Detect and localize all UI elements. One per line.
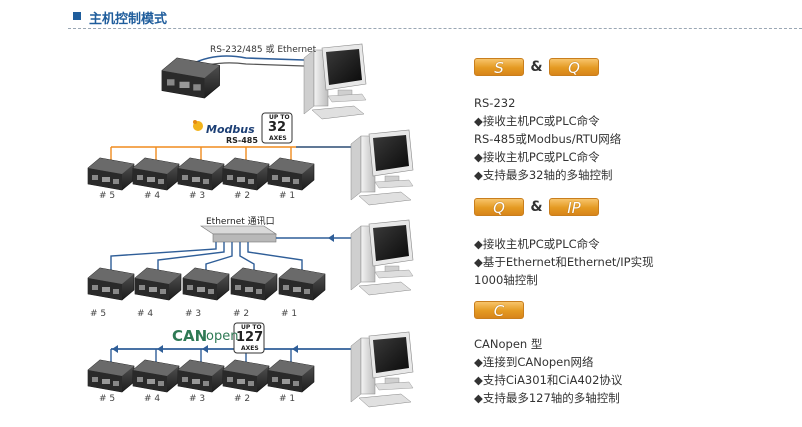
header-divider — [68, 28, 802, 29]
badge-c: C — [474, 301, 524, 320]
node-label-4: # 4 — [144, 191, 161, 201]
node-label-5: # 5 — [90, 309, 107, 319]
section-title: 主机控制模式 — [89, 12, 168, 27]
section-header: 主机控制模式 — [0, 0, 802, 30]
node-label-3: # 3 — [189, 191, 206, 201]
mode-sq-badges: S & Q — [474, 58, 599, 77]
sq-line-4: ◆接收主机PC或PLC命令 — [474, 150, 600, 164]
modbus-logo: Modbus — [206, 123, 255, 136]
badge-q: Q — [549, 58, 599, 77]
canopen-logo-can: CAN — [172, 327, 208, 345]
node-label-1: # 1 — [281, 309, 298, 319]
qip-line-3: 1000轴控制 — [474, 273, 538, 287]
sq-line-1: RS-232 — [474, 96, 516, 110]
modbus-sub-label: RS-485 — [226, 136, 258, 145]
node-label-3: # 3 — [189, 394, 206, 404]
canopen-logo-open: open — [206, 329, 239, 344]
amp-qip: & — [530, 199, 543, 215]
node-label-4: # 4 — [144, 394, 161, 404]
network-diagram: RS-232/485 或 Ethernet Modbus RS-485 UP T… — [66, 34, 436, 424]
node-label-2: # 2 — [234, 191, 251, 201]
node-label-4: # 4 — [137, 309, 154, 319]
sq-line-3: RS-485或Modbus/RTU网络 — [474, 132, 622, 146]
mode-qip-badges: Q & IP — [474, 198, 599, 217]
modbus-axes-unit: AXES — [269, 135, 287, 142]
amp-sq: & — [530, 59, 543, 75]
top-link-label: RS-232/485 或 Ethernet — [210, 45, 317, 55]
header-square-icon — [73, 12, 81, 20]
node-label-5: # 5 — [99, 394, 116, 404]
badge-s: S — [474, 58, 524, 77]
mode-c-badges: C — [474, 301, 524, 320]
sq-line-5: ◆支持最多32轴的多轴控制 — [474, 168, 613, 182]
c-line-4: ◆支持最多127轴的多轴控制 — [474, 391, 620, 405]
network-diagram-graphic — [87, 43, 414, 408]
node-label-2: # 2 — [233, 309, 250, 319]
modbus-axes-top: UP TO — [269, 114, 290, 121]
badge-ip: IP — [549, 198, 599, 217]
c-line-2: ◆连接到CANopen网络 — [474, 355, 594, 369]
qip-line-1: ◆接收主机PC或PLC命令 — [474, 237, 600, 251]
canopen-axes-top: UP TO — [241, 324, 262, 331]
c-line-1: CANopen 型 — [474, 337, 543, 351]
canopen-axes-unit: AXES — [241, 345, 259, 352]
qip-line-2: ◆基于Ethernet和Ethernet/IP实现 — [474, 255, 654, 269]
canopen-axes-num: 127 — [236, 330, 264, 345]
modbus-axes-num: 32 — [268, 120, 287, 135]
node-label-2: # 2 — [234, 394, 251, 404]
ethernet-hub-label: Ethernet 通讯口 — [206, 217, 275, 227]
node-label-3: # 3 — [185, 309, 202, 319]
badge-q2: Q — [474, 198, 524, 217]
node-label-1: # 1 — [279, 394, 296, 404]
node-label-1: # 1 — [279, 191, 296, 201]
c-line-3: ◆支持CiA301和CiA402协议 — [474, 373, 623, 387]
sq-line-2: ◆接收主机PC或PLC命令 — [474, 114, 600, 128]
node-label-5: # 5 — [99, 191, 116, 201]
